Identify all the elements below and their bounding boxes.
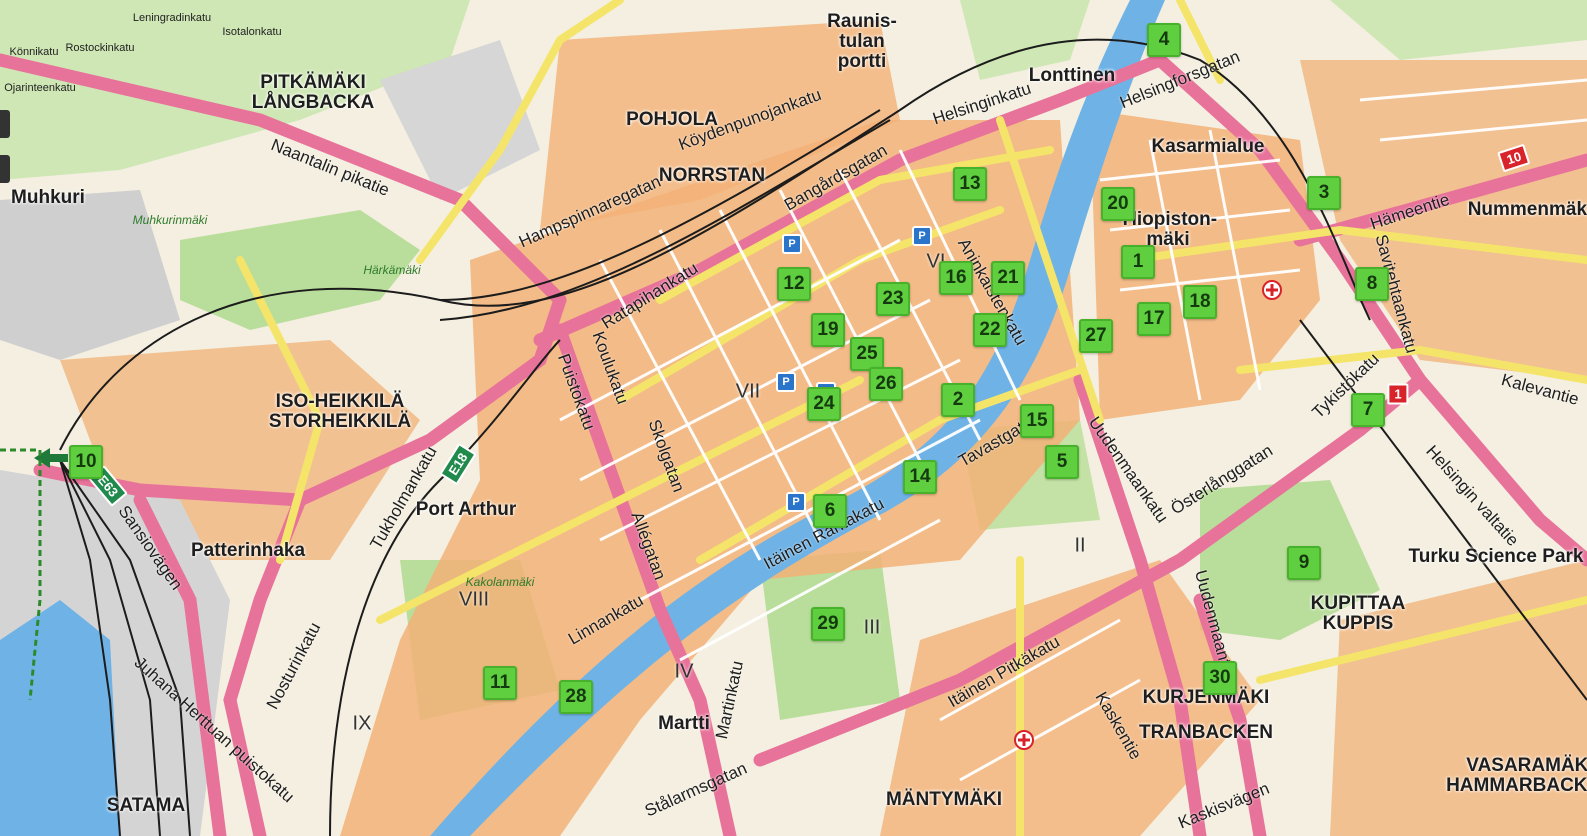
parking-icon: P [912, 226, 932, 246]
city-blocks [1300, 60, 1587, 380]
parking-icon: P [786, 492, 806, 512]
hospital-cross-icon [1014, 280, 1282, 750]
area-label-kasarmialue: Kasarmialue [1151, 136, 1265, 157]
map-marker-12[interactable]: 12 [777, 267, 811, 301]
area-label-pohjola: POHJOLA [626, 109, 718, 130]
park-area [1330, 0, 1587, 60]
industrial-area [380, 40, 540, 200]
area-label-isoheikkila: ISO-HEIKKILÄ STORHEIKKILÄ [268, 391, 412, 432]
city-blocks [1090, 110, 1320, 420]
map-marker-16[interactable]: 16 [939, 261, 973, 295]
area-label-martti: Martti [658, 713, 710, 734]
map-marker-1[interactable]: 1 [1121, 245, 1155, 279]
area-label-vasaramaki: VASARAMÄKI HAMMARBACKEN [1446, 755, 1587, 796]
map-marker-30[interactable]: 30 [1203, 661, 1237, 695]
area-label-nummenmaki: Nummenmäki [1467, 199, 1587, 220]
street-label-rostockinkatu: Rostockinkatu [65, 42, 135, 54]
park-area [0, 0, 470, 180]
map-marker-8[interactable]: 8 [1355, 267, 1389, 301]
map-marker-22[interactable]: 22 [973, 313, 1007, 347]
area-label-kurjenmaki: KURJENMÄKI [1142, 687, 1270, 708]
map-marker-21[interactable]: 21 [991, 261, 1025, 295]
harbour-water [0, 600, 120, 836]
district-label-d9: IX [352, 712, 372, 735]
map-marker-17[interactable]: 17 [1137, 302, 1171, 336]
map-marker-20[interactable]: 20 [1101, 187, 1135, 221]
area-label-mantymaki: MÄNTYMÄKI [885, 789, 1003, 810]
map-marker-28[interactable]: 28 [559, 680, 593, 714]
map-tool-button[interactable] [0, 110, 10, 138]
area-label-muhkuri: Muhkuri [11, 187, 85, 208]
road-shield-r1: 1 [1387, 383, 1409, 405]
district-label-d3: III [863, 616, 881, 639]
area-label-norrstan: NORRSTAN [658, 165, 766, 186]
area-label-turkusciencepark: Turku Science Park [1408, 546, 1584, 567]
green-arrow-west-icon [34, 448, 68, 468]
main-roads [0, 53, 1587, 836]
street-label-konnikatu: Könnikatu [9, 46, 59, 58]
map-marker-25[interactable]: 25 [850, 337, 884, 371]
walking-route [0, 448, 42, 701]
area-label-pitkamaki: PITKÄMÄKI LÅNGBACKA [251, 72, 375, 113]
area-label-portarthur: Port Arthur [415, 499, 517, 520]
map-marker-13[interactable]: 13 [953, 167, 987, 201]
district-label-d8: VIII [458, 588, 490, 611]
map-marker-6[interactable]: 6 [813, 494, 847, 528]
area-label-patterinhaka: Patterinhaka [190, 540, 306, 561]
city-blocks [540, 20, 900, 230]
area-label-tranbacken: TRANBACKEN [1138, 722, 1274, 743]
map-marker-18[interactable]: 18 [1183, 285, 1217, 319]
area-label-lonttinen: Lonttinen [1028, 65, 1116, 86]
district-label-d4: IV [674, 660, 694, 683]
map-marker-29[interactable]: 29 [811, 607, 845, 641]
map-tool-button[interactable] [0, 155, 10, 183]
map-marker-19[interactable]: 19 [811, 313, 845, 347]
park-label-kakolanmaki: Kakolanmäki [465, 575, 535, 589]
area-label-raunistula: Raunis- tulan portti [827, 11, 897, 72]
map-marker-14[interactable]: 14 [903, 460, 937, 494]
map-marker-5[interactable]: 5 [1045, 445, 1079, 479]
street-label-leningradinkatu: Leningradinkatu [132, 12, 212, 24]
district-label-d7: VII [735, 380, 761, 403]
area-label-kupittaa: KUPITTAA KUPPIS [1310, 593, 1406, 634]
parking-icon: P [776, 372, 796, 392]
city-blocks [1330, 560, 1587, 836]
map-marker-26[interactable]: 26 [869, 367, 903, 401]
railways [59, 38, 1587, 836]
park-area [180, 210, 420, 330]
map-marker-11[interactable]: 11 [483, 666, 517, 700]
parking-icon: P [782, 234, 802, 254]
map-marker-3[interactable]: 3 [1307, 176, 1341, 210]
area-label-satama: SATAMA [106, 795, 186, 816]
map-marker-2[interactable]: 2 [941, 383, 975, 417]
street-label-ojarinteenkatu: Ojarinteenkatu [4, 82, 76, 94]
map-marker-4[interactable]: 4 [1147, 23, 1181, 57]
map-marker-24[interactable]: 24 [807, 387, 841, 421]
map-marker-7[interactable]: 7 [1351, 393, 1385, 427]
park-label-harkamaki: Härkämäki [363, 263, 421, 277]
district-label-d2: II [1074, 534, 1086, 557]
street-label-isotalonkatu: Isotalonkatu [222, 26, 282, 38]
map-marker-27[interactable]: 27 [1079, 319, 1113, 353]
park-label-muhkurinmaki: Muhkurinmäki [132, 213, 208, 227]
map-marker-10[interactable]: 10 [69, 445, 103, 479]
map-marker-15[interactable]: 15 [1020, 404, 1054, 438]
map-marker-23[interactable]: 23 [876, 282, 910, 316]
area-label-yliopistonmaki: Yliopiston- mäki [1118, 209, 1218, 250]
map-marker-9[interactable]: 9 [1287, 546, 1321, 580]
industrial-area [0, 190, 180, 360]
